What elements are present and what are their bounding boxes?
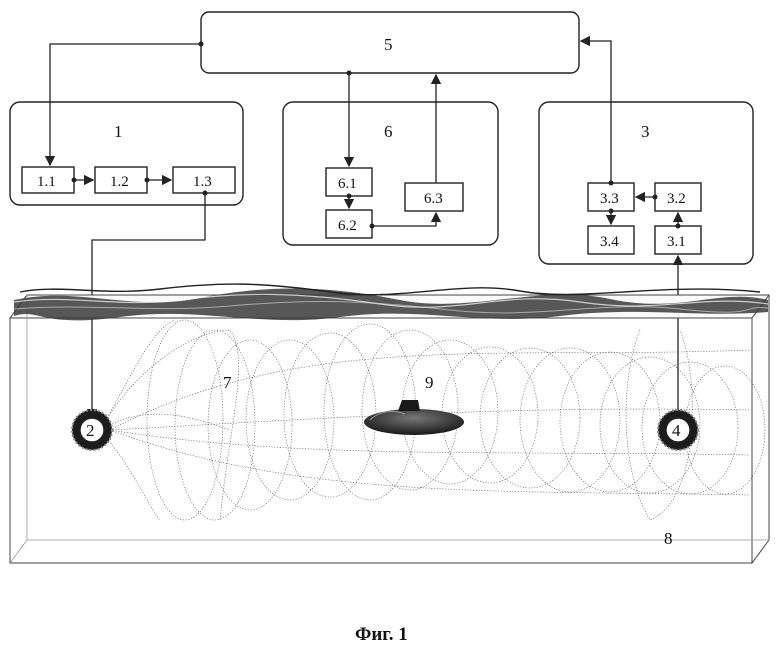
block-3: 3 3.3 3.2 3.4 3.1	[538, 101, 754, 265]
block-3-4	[587, 225, 635, 255]
block-3-3-label: 3.3	[600, 191, 619, 207]
field-label: 7	[223, 373, 232, 392]
acoustic-field	[99, 319, 766, 521]
block-1-label: 1	[114, 122, 123, 141]
emitter-2: 2	[71, 409, 113, 451]
block-6-1-label: 6.1	[338, 176, 357, 192]
block-1: 1 1.1 1.2 1.3	[9, 101, 244, 206]
receiver-4: 4	[657, 409, 699, 451]
sea-surface	[13, 283, 769, 321]
block-1-3	[172, 166, 236, 194]
submarine	[364, 400, 464, 435]
connections	[44, 35, 684, 423]
block-5: 5	[200, 11, 580, 74]
block-5-label: 5	[384, 35, 393, 54]
emitter-label: 2	[86, 421, 95, 440]
block-6-3	[404, 182, 464, 212]
block-3-3	[587, 182, 635, 212]
block-6-2-label: 6.2	[338, 218, 357, 234]
water-label: 8	[664, 529, 673, 548]
block-1-1	[21, 166, 75, 194]
block-6: 6 6.1 6.2 6.3	[282, 101, 499, 246]
figure-caption: Фиг. 1	[355, 624, 408, 645]
block-6-label: 6	[384, 122, 393, 141]
block-3-4-label: 3.4	[600, 234, 619, 250]
block-6-3-label: 6.3	[424, 191, 443, 207]
receiver-label: 4	[672, 421, 681, 440]
block-1-1-label: 1.1	[37, 174, 56, 190]
block-1-3-label: 1.3	[193, 174, 212, 190]
block-6-2	[325, 209, 373, 239]
block-3-2	[654, 182, 702, 212]
block-1-2-label: 1.2	[110, 174, 129, 190]
block-3-1	[654, 225, 702, 255]
block-3-1-label: 3.1	[667, 234, 686, 250]
block-3-label: 3	[641, 122, 650, 141]
submarine-label: 9	[425, 373, 434, 392]
block-3-2-label: 3.2	[667, 191, 686, 207]
